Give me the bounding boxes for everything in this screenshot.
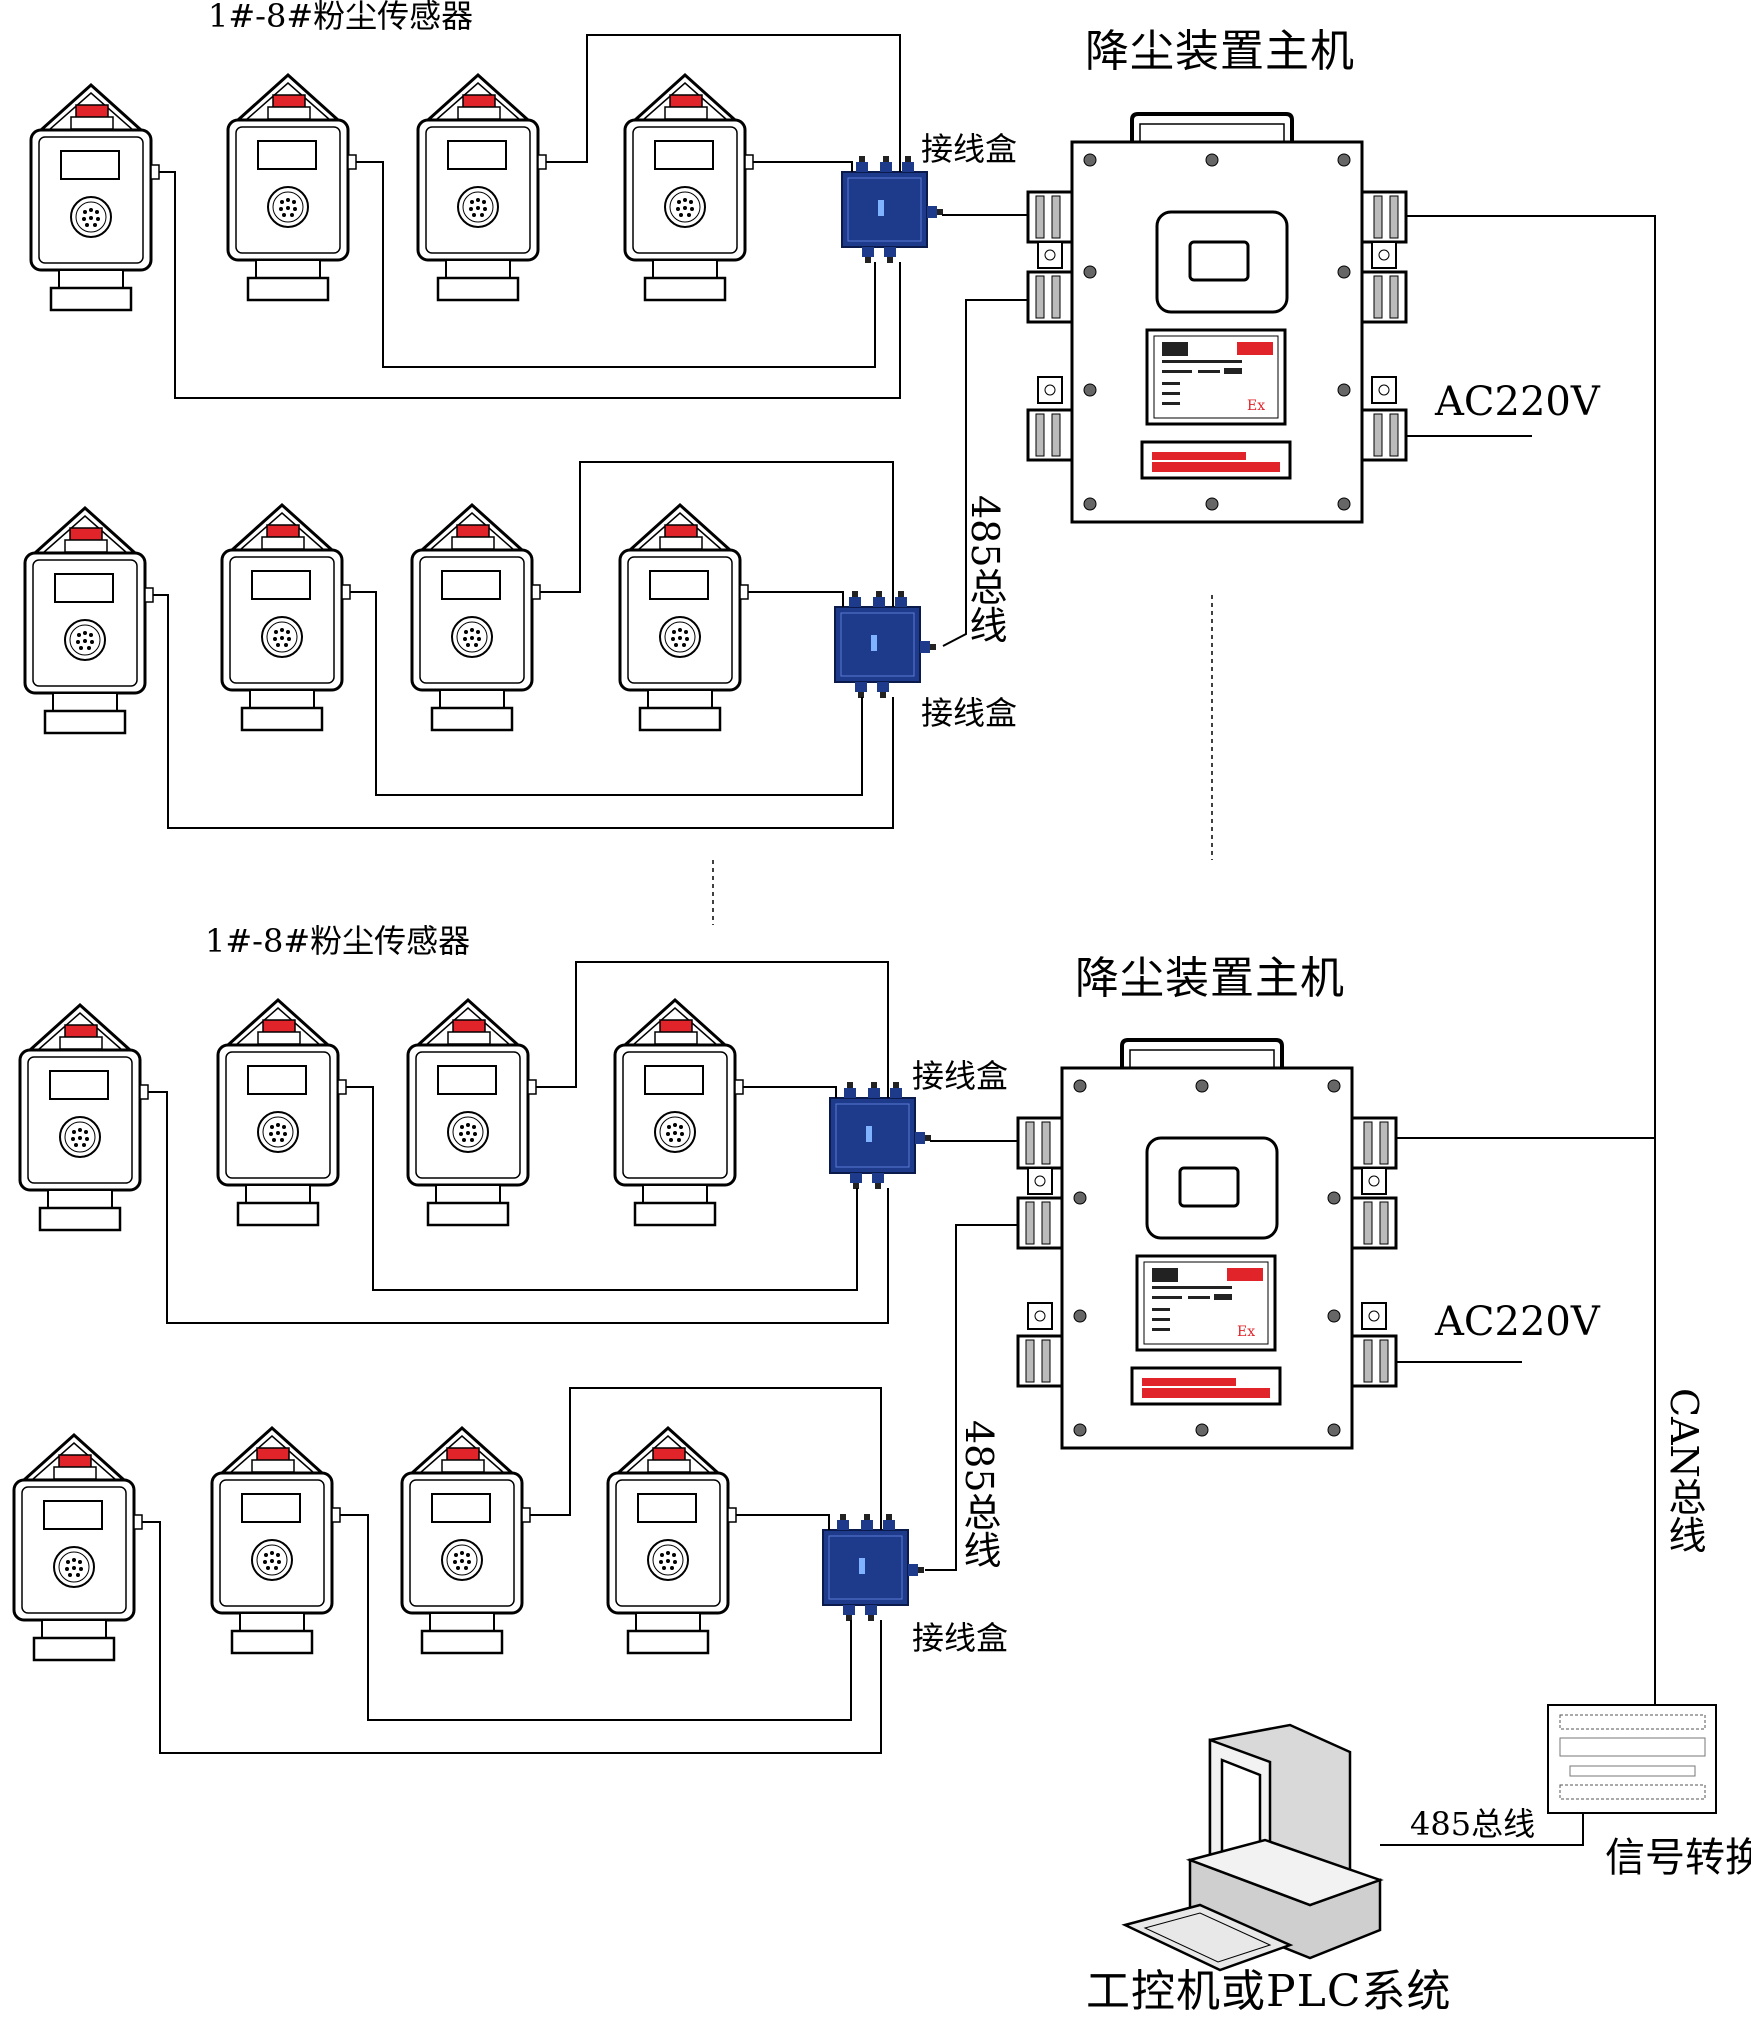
dust-sensor	[216, 998, 348, 1227]
pc-system-label: 工控机或PLC系统	[1086, 1966, 1452, 2017]
junction-box-label: 接线盒	[921, 694, 1018, 732]
ac-power-label: AC220V	[1435, 1299, 1600, 1345]
dust-sensor	[613, 998, 745, 1227]
wiring-group-3	[148, 961, 1018, 1571]
sensor-group-label: 1#-8#粉尘传感器	[205, 922, 471, 960]
signal-converter	[1547, 1704, 1717, 1814]
converter-label: 信号转换器	[1605, 1835, 1751, 1881]
junction-box	[841, 155, 944, 264]
dust-sensor	[18, 1003, 150, 1232]
sensor-group-3	[18, 998, 745, 1232]
wiring-group-2	[153, 461, 894, 829]
dust-sensor	[416, 73, 548, 302]
junction-box	[822, 1513, 925, 1622]
dust-sensor	[29, 83, 161, 312]
can-bus-line	[1406, 215, 1656, 1705]
dust-sensor	[12, 1433, 144, 1662]
dust-sensor	[23, 506, 155, 735]
junction-box-label: 接线盒	[912, 1057, 1009, 1095]
wiring-group-4	[142, 1387, 882, 1754]
industrial-pc	[1121, 1723, 1384, 1972]
host-label: 降尘装置主机	[1085, 26, 1355, 77]
sensor-group-1	[29, 73, 755, 312]
sensor-group-4	[12, 1426, 738, 1662]
dust-sensor	[410, 503, 542, 732]
dust-sensor	[623, 73, 755, 302]
junction-box	[829, 1081, 932, 1190]
host-label: 降尘装置主机	[1075, 953, 1345, 1004]
junction-box-label: 接线盒	[912, 1619, 1009, 1657]
junction-box	[834, 590, 937, 699]
pc-485-line	[1380, 1813, 1584, 1846]
dust-sensor	[226, 73, 358, 302]
dust-sensor	[400, 1426, 532, 1655]
bus-485-label: 485总线	[963, 495, 1007, 644]
ac-power-label: AC220V	[1435, 379, 1600, 425]
wiring-group-1	[159, 34, 1028, 647]
sensor-group-label: 1#-8#粉尘传感器	[208, 0, 474, 35]
junction-box-label: 接线盒	[921, 130, 1018, 168]
dust-sensor	[618, 503, 750, 732]
dust-suppression-host	[1016, 1038, 1398, 1450]
dust-sensor	[606, 1426, 738, 1655]
dust-suppression-host	[1026, 112, 1408, 524]
sensor-group-2	[23, 503, 750, 735]
can-bus-label: CAN总线	[1662, 1388, 1706, 1554]
bus-485-label: 485总线	[957, 1420, 1001, 1569]
bus-485-label: 485总线	[1410, 1805, 1536, 1843]
dust-sensor	[210, 1426, 342, 1655]
dust-sensor	[406, 998, 538, 1227]
dust-sensor	[220, 503, 352, 732]
